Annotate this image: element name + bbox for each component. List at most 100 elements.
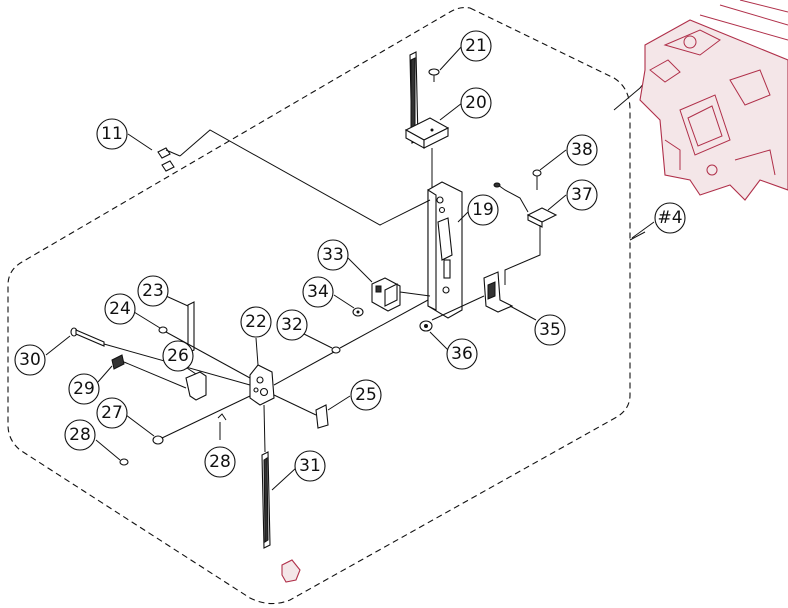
callout-33: 33 [317,239,349,271]
callout-label: 34 [307,282,329,302]
callout-circle [534,314,566,346]
callout-25: 25 [350,379,382,411]
axis-24-22 [165,331,251,379]
axis-22-31 [263,404,266,453]
washer-part-27 [152,435,164,445]
callout-36: 36 [446,338,478,370]
rail-part-20 [404,51,450,149]
callout-circle [96,397,128,429]
washer-part-32 [331,346,341,354]
callout-label: 28 [69,425,91,445]
clip-part-25 [315,404,329,429]
leader-28-left [95,439,121,461]
main-frame-part [639,0,788,201]
axis-27-22 [161,395,251,439]
callout-circle [14,344,46,376]
bolt-part-30 [70,327,105,347]
leader-38 [539,149,567,171]
callout-circle [350,379,382,411]
leader-20 [439,102,463,121]
leader-4 [631,221,655,239]
callout-26: 26 [162,340,194,372]
screw-part-28-right [217,413,227,421]
callout-label: 28 [209,452,231,472]
callout-circle [302,276,334,308]
callout-19: 19 [467,194,499,226]
callout-circle [566,179,598,211]
leader-25 [327,395,351,411]
leader-19 [457,211,469,223]
leader-34 [333,294,355,309]
washer-part-36 [419,320,433,332]
callout-circle [460,87,492,119]
axis-11-19 [179,129,431,226]
pin-part-24 [158,326,168,334]
callout-label: 35 [539,320,561,340]
callout-label: 19 [472,200,494,220]
callout-label: 29 [73,379,95,399]
leader-31 [271,467,297,491]
callout-circle [68,373,100,405]
block-part-33 [371,277,401,312]
callout-29: 29 [68,373,100,405]
screws-part-11 [157,147,181,172]
callout-circle [446,338,478,370]
callout-34: 34 [302,276,334,308]
callout-label: 26 [167,346,189,366]
leader-23 [165,295,189,307]
sensor-part-37 [493,182,558,228]
leader-33 [347,257,373,283]
callout-label: 36 [451,344,473,364]
callout-21: 21 [460,30,492,62]
leader-24 [133,311,161,329]
leader-29 [97,365,113,383]
axis-33-19 [399,291,431,297]
callout-circle [240,306,272,338]
callout-label: 20 [465,93,487,113]
axis-22-32 [273,351,335,386]
leader-27 [125,414,155,437]
callout-label: 24 [109,299,131,319]
callout-label: 21 [465,36,487,56]
callout-label: 38 [571,140,593,160]
callout-circle [64,419,96,451]
callout-32: 32 [276,309,308,341]
callout-28a: 28 [64,419,96,451]
callout-label: 32 [281,315,303,335]
callout-24: 24 [104,293,136,325]
assembly-boundary-dashed [7,6,631,605]
callout-11: 11 [96,118,128,150]
callout-38: 38 [566,134,598,166]
leader-21 [439,45,463,71]
screw-part-21 [428,68,440,82]
callout-circle [294,450,326,482]
callout-label: 27 [101,403,123,423]
callout-label: #4 [657,208,682,228]
callout-35: 35 [534,314,566,346]
callout-27: 27 [96,397,128,429]
axis-32-19 [339,299,429,349]
screw-part-28-left [119,458,129,466]
callout-20: 20 [460,87,492,119]
lever-part-31 [261,451,301,583]
callout-circle [467,194,499,226]
callout-31: 31 [294,450,326,482]
bracket-part-19 [427,181,463,319]
callout-circle [96,118,128,150]
leader-35 [509,305,537,321]
leader-30 [45,335,71,356]
axis-29-26 [123,361,187,389]
callout-label: 11 [101,124,123,144]
callout-4: #4 [654,202,686,234]
lever-plate-part-22 [249,364,275,406]
callout-circle [162,340,194,372]
callout-circle [460,30,492,62]
screw-part-38 [532,169,542,190]
screw-part-34 [352,307,364,317]
callout-circle [204,446,236,478]
axis-36-35 [431,295,485,321]
leader-37 [547,194,567,211]
callout-label: 23 [142,281,164,301]
callout-label: 33 [322,245,344,265]
